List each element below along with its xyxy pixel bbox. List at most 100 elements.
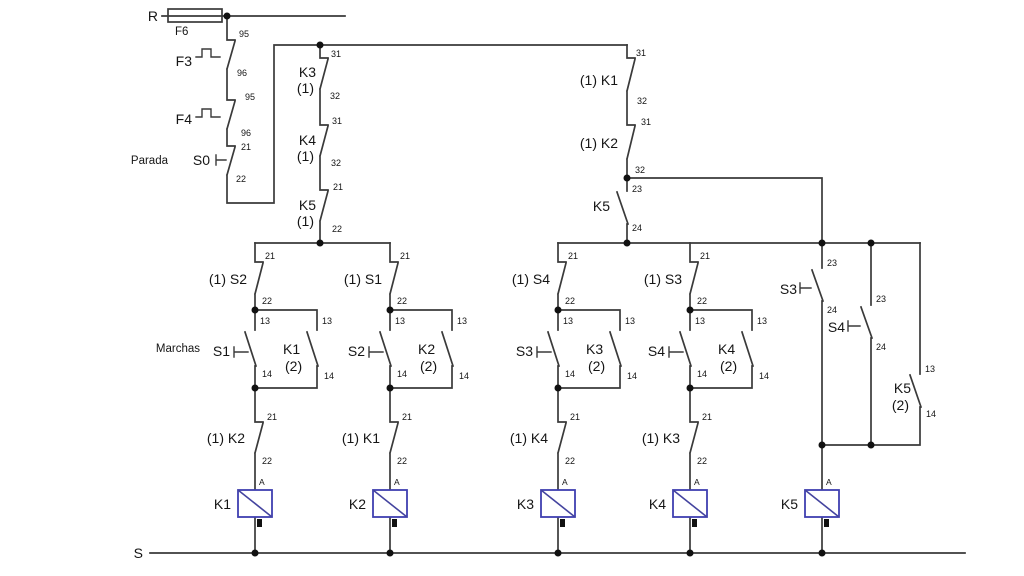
branch-coil-terminal: A: [826, 477, 832, 487]
k5-1-bottom-num: 22: [332, 224, 342, 234]
rung3-nc-bot-bottom-num: 22: [565, 456, 575, 466]
k2-1-bottom-num: 32: [635, 165, 645, 175]
rung4-nc-bot-bottom-num: 22: [697, 456, 707, 466]
rung1-nc-top-bottom-num: 22: [262, 296, 272, 306]
stop-label: S0: [193, 152, 210, 168]
f4-label: F4: [176, 111, 193, 127]
k1-1-name: (1) K1: [580, 72, 618, 88]
k5-feed-top-num: 23: [632, 184, 642, 194]
rung3-hold-name: K3: [586, 341, 603, 357]
junction-dot: [316, 239, 324, 247]
interlock-chain-left-wire: [318, 44, 330, 244]
k4-1-top-num: 31: [332, 116, 342, 126]
rung4-pb-top-num: 13: [695, 316, 705, 326]
k5-1-name: K5: [299, 197, 316, 213]
f3-bottom-num: 96: [237, 68, 247, 78]
rung3-pb-top-num: 13: [563, 316, 573, 326]
stop-top-num: 21: [241, 142, 251, 152]
junction-dot: [554, 384, 562, 392]
k4-1-bottom-num: 32: [331, 158, 341, 168]
f4-release-symbol: [195, 108, 221, 118]
rung2-hold-top-num: 13: [457, 316, 467, 326]
coil-k4: [672, 489, 708, 527]
rung1-hold-top-num: 13: [322, 316, 332, 326]
junction-dot: [251, 384, 259, 392]
coil-k3: [540, 489, 576, 527]
branch-s3-top-num: 23: [827, 258, 837, 268]
rung1-start-label: S1: [213, 343, 230, 359]
rung3-coil-name: K3: [517, 496, 534, 512]
rung3-nc-top-bottom-num: 22: [565, 296, 575, 306]
branch-s3-actuator: [799, 282, 812, 294]
rung2-nc-top-name: (1) S1: [344, 271, 382, 287]
branch-s4-label: S4: [828, 319, 845, 335]
rung2-nc-bot-top-num: 21: [402, 412, 412, 422]
rung1-hold-bottom-num: 14: [324, 371, 334, 381]
k1-1-bottom-num: 32: [637, 96, 647, 106]
junction-dot: [623, 174, 631, 182]
junction-dot: [686, 384, 694, 392]
coil-k1: [237, 489, 273, 527]
junction-dot: [223, 12, 231, 20]
k3-1-top-num: 31: [331, 49, 341, 59]
stop-caption: Parada: [131, 155, 169, 167]
f3-release-symbol: [195, 48, 221, 58]
junction-dot: [386, 306, 394, 314]
rung3-nc-bot-name: (1) K4: [510, 430, 548, 446]
branch-k5-hold-top-num: 13: [925, 364, 935, 374]
rung4-nc-top-bottom-num: 22: [697, 296, 707, 306]
f4-top-num: 95: [245, 92, 255, 102]
k3-1-sub: (1): [297, 80, 314, 96]
rung4-pb-bottom-num: 14: [697, 369, 707, 379]
rung2-hold-bottom-num: 14: [459, 371, 469, 381]
rung1-hold-name: K1: [283, 341, 300, 357]
branch-k5-hold-sub: (2): [892, 397, 909, 413]
junction-dot: [623, 239, 631, 247]
rung2-hold-sub: (2): [420, 358, 437, 374]
k5-feed-name: K5: [593, 198, 610, 214]
rung3-nc-top-num: 21: [568, 251, 578, 261]
junction-dot: [818, 239, 826, 247]
rung4-start-label: S4: [648, 343, 665, 359]
rung3-hold-top-num: 13: [625, 316, 635, 326]
f4-bottom-num: 96: [241, 128, 251, 138]
stop-bottom-num: 22: [236, 174, 246, 184]
rung4-nc-top-num: 21: [700, 251, 710, 261]
rung2-coil-name: K2: [349, 496, 366, 512]
rung2-hold-name: K2: [418, 341, 435, 357]
rung3-hold-sub: (2): [588, 358, 605, 374]
rung1-start-caption: Marchas: [156, 343, 200, 355]
rung1-coil-name: K1: [214, 496, 231, 512]
junction-dot: [316, 41, 324, 49]
rung2-pb-top-num: 13: [395, 316, 405, 326]
rung2-nc-top-num: 21: [400, 251, 410, 261]
junction-dot: [554, 306, 562, 314]
rung3-nc-top-name: (1) S4: [512, 271, 550, 287]
junction-dot: [386, 384, 394, 392]
rung3-nc-bot-top-num: 21: [570, 412, 580, 422]
k3-1-bottom-num: 32: [330, 91, 340, 101]
rung1-hold-sub: (2): [285, 358, 302, 374]
rung1-coil-terminal: A: [259, 477, 265, 487]
s1-actuator: [233, 346, 249, 358]
s3-actuator: [536, 346, 552, 358]
junction-dot: [251, 549, 259, 557]
junction-dot: [867, 239, 875, 247]
s4-actuator: [668, 346, 684, 358]
rung2-start-label: S2: [348, 343, 365, 359]
rung4-hold-name: K4: [718, 341, 735, 357]
rung1-nc-top-num: 21: [265, 251, 275, 261]
k2-1-name: (1) K2: [580, 135, 618, 151]
rung4-nc-bot-top-num: 21: [702, 412, 712, 422]
rung4-nc-top-name: (1) S3: [644, 271, 682, 287]
rung2-pb-bottom-num: 14: [397, 369, 407, 379]
s0-actuator: [215, 154, 227, 166]
k5-1-sub: (1): [297, 213, 314, 229]
coil-k5: [804, 489, 840, 527]
branch-s4-actuator: [847, 320, 861, 332]
junction-dot: [686, 549, 694, 557]
branch-s4-top-num: 23: [876, 294, 886, 304]
rung1-nc-bot-top-num: 21: [267, 412, 277, 422]
